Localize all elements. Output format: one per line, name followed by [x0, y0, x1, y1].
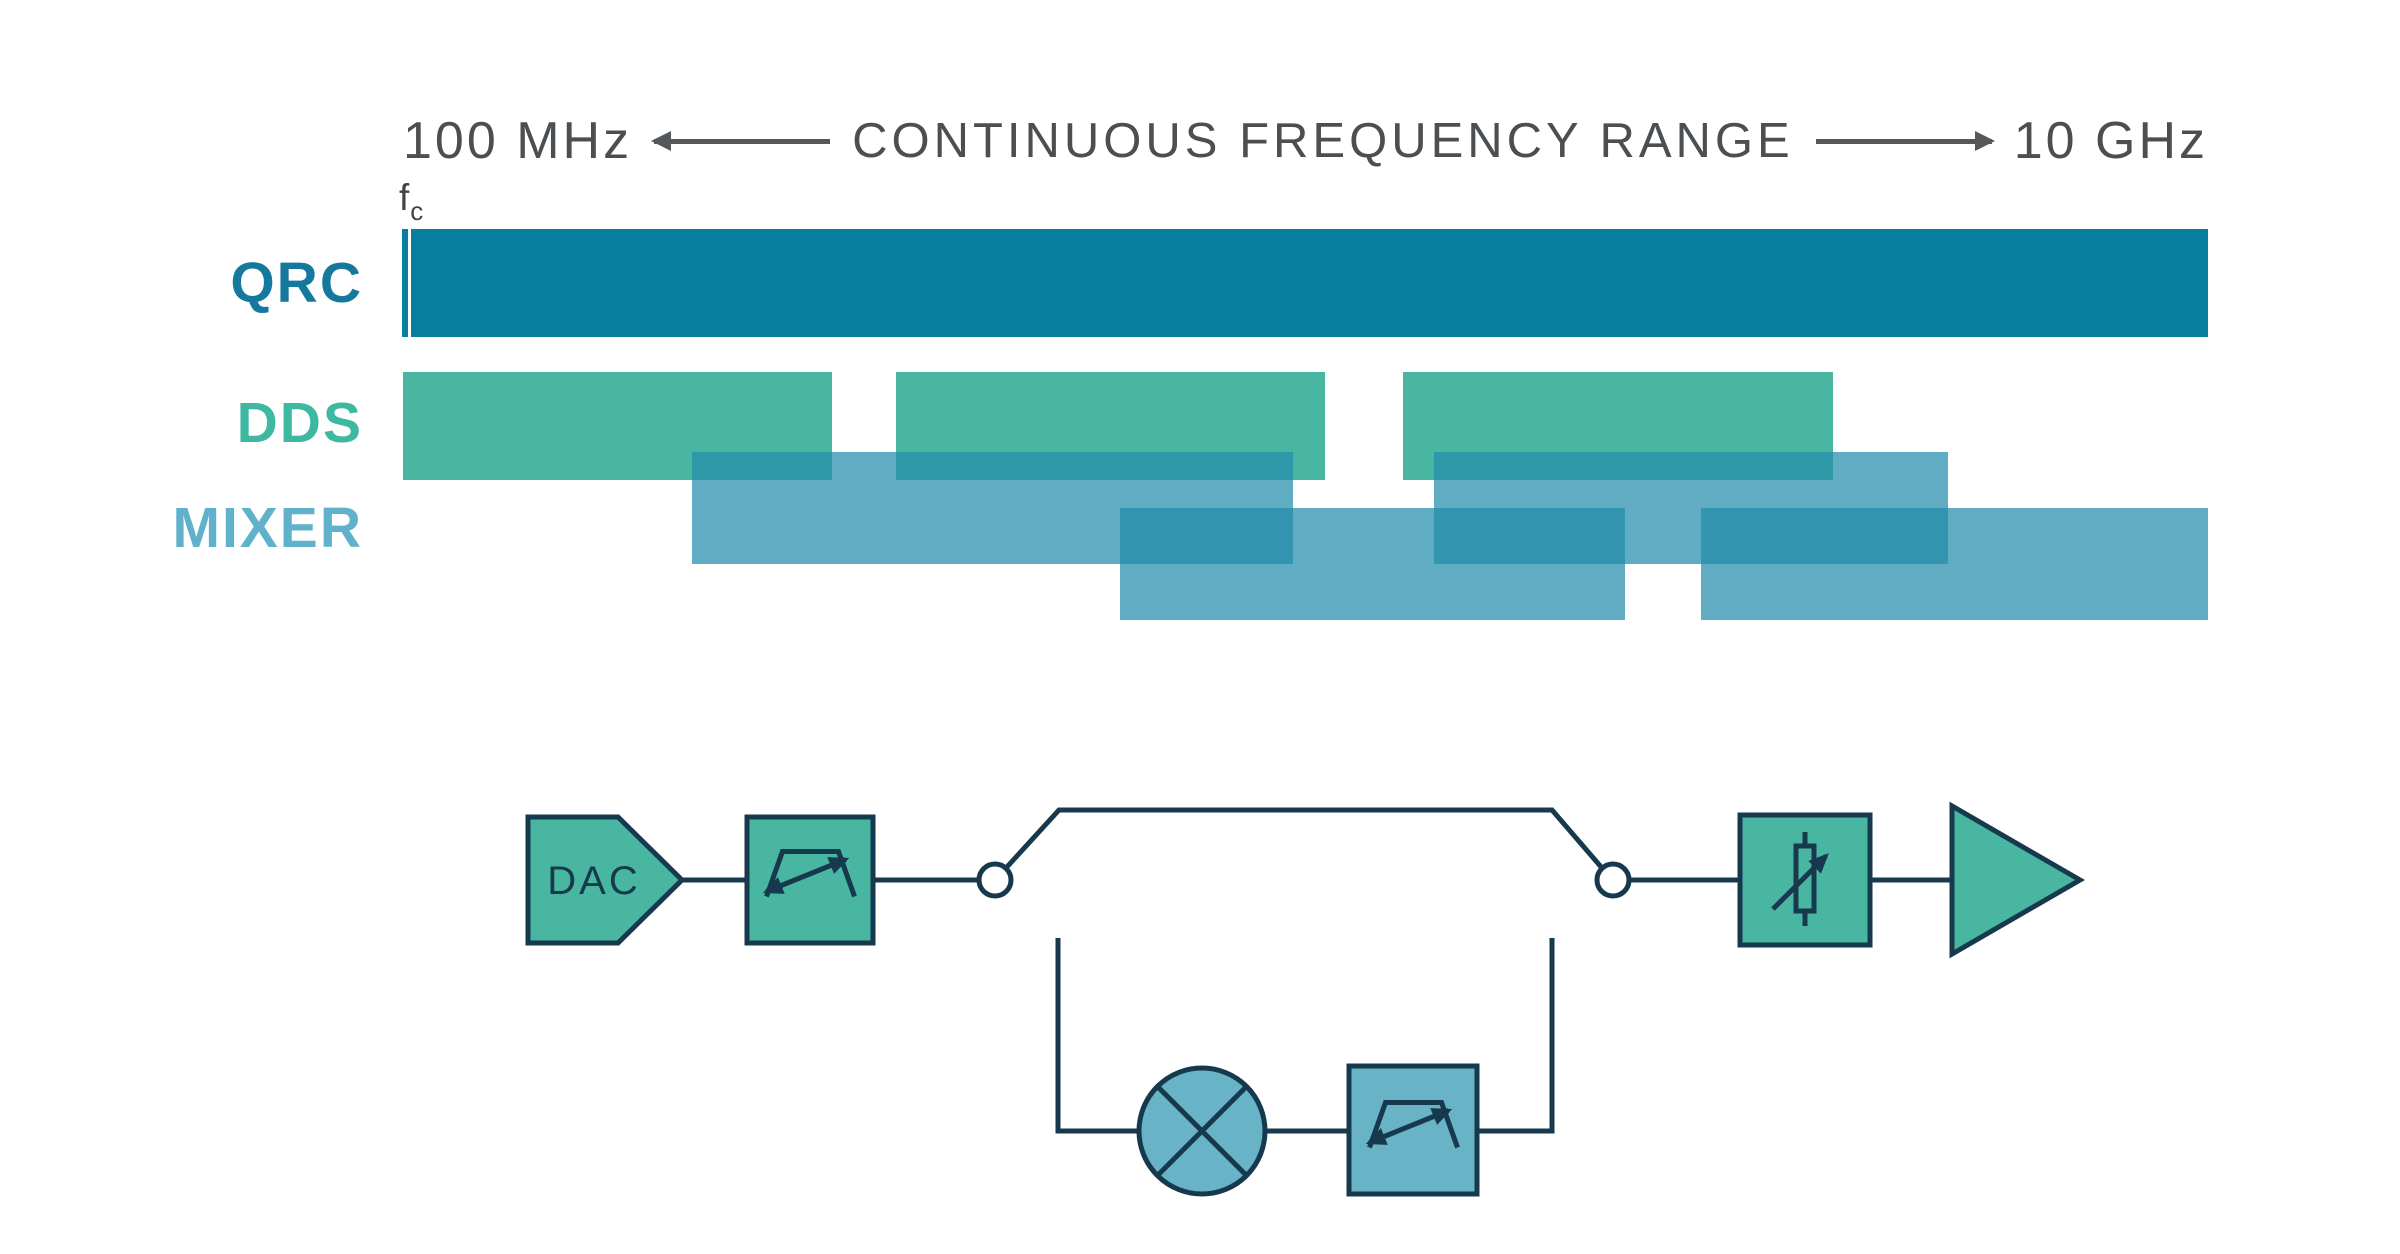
arrow-right-icon — [1815, 138, 1992, 144]
lowpass-filter-icon — [762, 849, 857, 898]
qrc-fc-notch — [408, 229, 411, 337]
amplifier-icon — [1949, 801, 2085, 959]
dac-block — [525, 814, 686, 946]
row-label-qrc: QRC — [230, 251, 363, 315]
qrc-band — [402, 229, 2208, 337]
fc-subscript: c — [410, 196, 424, 226]
max-frequency-label: 10 GHz — [2013, 112, 2208, 170]
axis-title: CONTINUOUS FREQUENCY RANGE — [852, 113, 1794, 168]
fc-marker: fc — [399, 177, 423, 224]
switch-pole-right-icon — [1594, 861, 1632, 899]
lowpass-filter-2-block — [1346, 1063, 1480, 1197]
lowpass-filter-block — [744, 814, 876, 946]
mixer-branch-wire-left — [1055, 938, 1139, 1134]
arrow-left-icon — [654, 138, 831, 144]
frequency-axis-header: 100 MHz CONTINUOUS FREQUENCY RANGE 10 GH… — [403, 110, 2208, 172]
switch-arm — [1004, 807, 1604, 870]
dac-label: DAC — [547, 859, 640, 903]
min-frequency-label: 100 MHz — [403, 112, 633, 170]
mixer-band — [1120, 508, 1625, 620]
fc-base: f — [399, 177, 410, 218]
lowpass-filter-2-icon — [1365, 1100, 1460, 1149]
variable-attenuator-icon — [1771, 832, 1829, 926]
row-label-mixer: MIXER — [172, 496, 363, 560]
mixer-cross-icon — [1156, 1085, 1248, 1177]
switch-pole-left-icon — [976, 861, 1014, 899]
mixer-band — [1701, 508, 2208, 620]
row-label-dds: DDS — [236, 391, 363, 455]
mixer-branch-wire-right — [1477, 938, 1555, 1134]
